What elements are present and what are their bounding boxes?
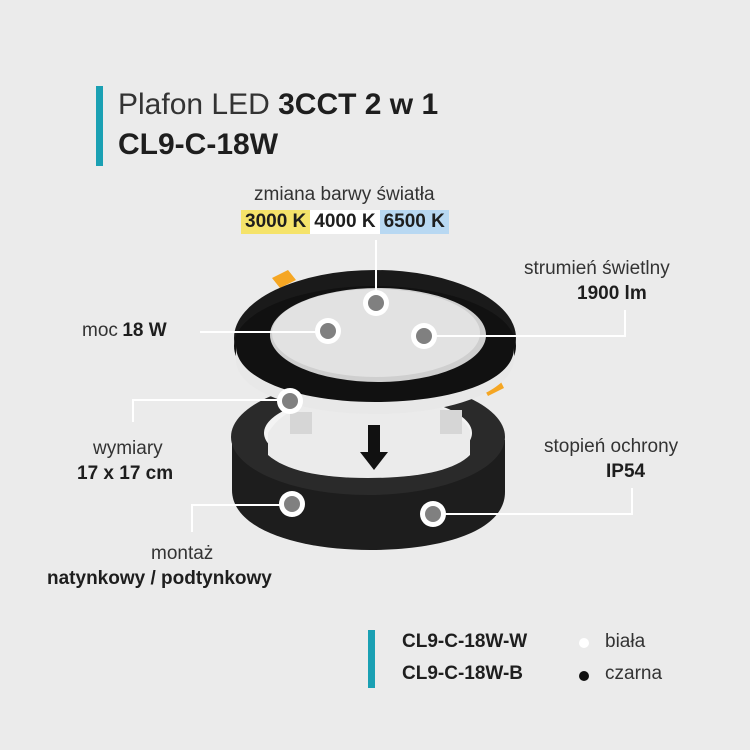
mounting-value: natynkowy / podtynkowy xyxy=(47,568,272,589)
temp-chip-4000: 4000 K xyxy=(310,210,380,234)
black-dot-icon xyxy=(579,671,589,681)
dimensions-label: wymiary xyxy=(93,438,163,459)
variant-code-black: CL9-C-18W-B xyxy=(402,663,524,684)
callout-lines xyxy=(132,240,633,532)
mounting-label: montaż xyxy=(151,543,214,564)
protection-value: IP54 xyxy=(606,461,646,482)
variant-color-black: czarna xyxy=(605,663,663,684)
variant-code-white: CL9-C-18W-W xyxy=(402,631,528,652)
variant-color-white: biała xyxy=(605,631,646,652)
dimensions-value: 17 x 17 cm xyxy=(77,463,174,484)
model-title: CL9-C-18W xyxy=(118,128,279,161)
down-arrow-icon xyxy=(360,425,388,470)
title-prefix: Plafon LED xyxy=(118,88,270,121)
power-label: moc xyxy=(82,320,118,341)
callout-markers xyxy=(277,290,446,527)
variants-accent-bar xyxy=(368,630,375,688)
flux-label: strumień świetlny xyxy=(524,258,670,279)
title-accent-bar xyxy=(96,86,103,166)
power-value: 18 W xyxy=(122,320,167,341)
title-line: Plafon LED 3CCT 2 w 1 xyxy=(118,88,438,122)
flux-value: 1900 lm xyxy=(577,283,647,304)
power-spec: moc 18 W xyxy=(82,320,167,342)
protection-label: stopień ochrony xyxy=(544,436,679,457)
color-change-label: zmiana barwy światła xyxy=(254,184,435,205)
white-dot-icon xyxy=(579,638,589,648)
lamp-disk xyxy=(234,270,516,414)
temp-chip-6500: 6500 K xyxy=(379,210,449,234)
temp-chip-3000: 3000 K xyxy=(241,210,311,234)
title-bold: 3CCT 2 w 1 xyxy=(278,88,439,121)
